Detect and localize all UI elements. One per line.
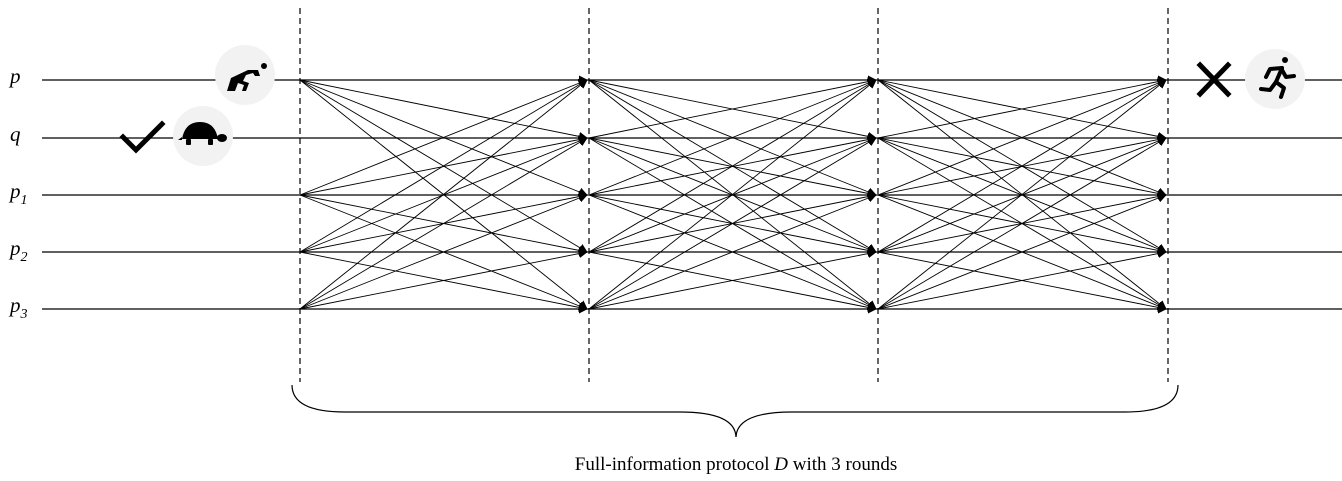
message-r1-p2-to-p	[299, 79, 588, 253]
process-label-p: p	[8, 64, 21, 88]
turtle-badge	[173, 106, 233, 166]
process-label-subscript: 3	[20, 307, 28, 322]
process-label-p1: p1	[8, 179, 28, 208]
message-r2-p3-to-p1	[588, 193, 877, 310]
message-r2-p2-to-p	[588, 79, 877, 253]
message-r2-p3-to-q	[588, 137, 877, 310]
process-label-base: p	[8, 293, 21, 317]
process-label-q: q	[10, 122, 21, 146]
round-dividers	[299, 8, 1169, 382]
process-label-base: p	[8, 179, 21, 203]
process-label-subscript: 2	[21, 250, 28, 265]
message-r1-p3-to-p2	[299, 249, 588, 310]
process-label-base: q	[10, 122, 21, 146]
caption-protocol-variable: D	[773, 454, 788, 475]
message-r2-p1-to-p	[588, 78, 877, 196]
process-label-subscript: 1	[21, 193, 28, 208]
message-r3-p1-to-p	[877, 78, 1167, 196]
process-label-p2: p2	[8, 236, 28, 265]
message-r3-p3-to-p	[877, 79, 1167, 310]
message-r3-p3-to-q	[877, 137, 1167, 310]
process-label-p3: p3	[8, 293, 28, 322]
rounds-brace	[291, 384, 1179, 438]
protocol-caption: Full-information protocol D with 3 round…	[575, 454, 897, 475]
running-person-icon	[1259, 57, 1296, 99]
message-r1-p3-to-p1	[299, 193, 588, 310]
message-r3-q-to-p	[877, 77, 1167, 139]
process-label-base: p	[8, 236, 21, 260]
message-r3-p3-to-p2	[877, 249, 1167, 310]
message-r3-p2-to-p	[877, 79, 1167, 253]
running-person-badge	[1245, 49, 1305, 109]
message-r2-p3-to-p2	[588, 249, 877, 310]
caption-prefix: Full-information protocol	[575, 454, 774, 475]
message-r2-p3-to-p	[588, 79, 877, 310]
message-r1-p3-to-p	[299, 79, 588, 310]
cross-icon	[1196, 61, 1232, 98]
start-runner-badge	[215, 45, 275, 105]
message-r1-p-to-q	[299, 79, 588, 141]
message-r1-p1-to-p	[299, 78, 588, 196]
message-arrows	[299, 75, 1167, 314]
crouching-start-runner-icon	[227, 63, 267, 91]
process-timelines	[42, 79, 1342, 310]
checkmark-icon	[119, 120, 166, 154]
caption-suffix: with 3 rounds	[788, 454, 897, 475]
message-r3-p3-to-p1	[877, 193, 1167, 310]
message-r2-q-to-p	[588, 77, 877, 139]
process-label-base: p	[8, 64, 21, 88]
message-r1-p3-to-q	[299, 137, 588, 310]
turtle-icon	[178, 122, 227, 145]
